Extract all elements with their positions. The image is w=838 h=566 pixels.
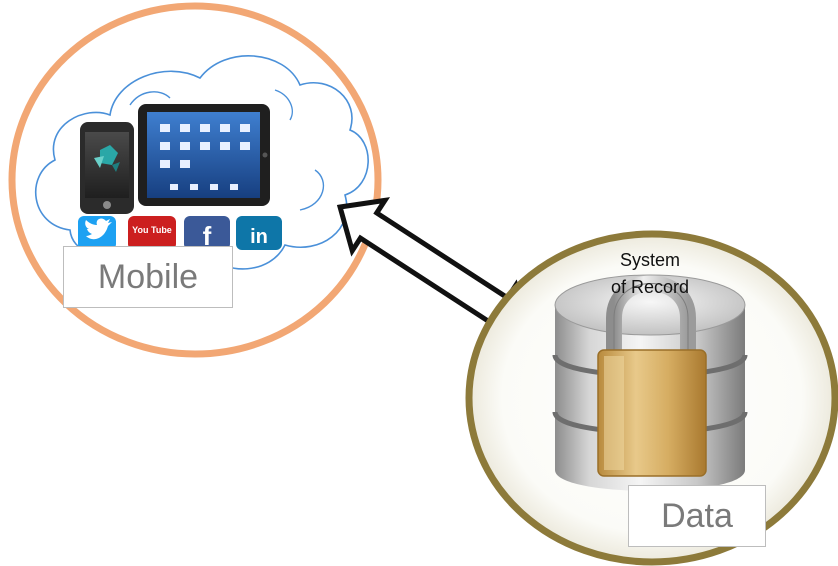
svg-text:You Tube: You Tube (132, 225, 172, 235)
data-label: Data (628, 485, 766, 547)
youtube-icon: You Tube (128, 216, 176, 250)
svg-text:f: f (203, 221, 212, 251)
data-circle (465, 230, 838, 566)
social-icons-row: You Tube f in (78, 216, 282, 251)
linkedin-icon: in (236, 216, 282, 250)
twitter-icon (78, 216, 116, 250)
tablet-icon (138, 104, 270, 206)
smartphone-icon (80, 122, 134, 214)
padlock-icon (597, 275, 707, 477)
mobile-label: Mobile (63, 246, 233, 308)
facebook-icon: f (184, 216, 230, 251)
svg-text:in: in (250, 226, 268, 248)
system-of-record-caption-line-1: System (619, 250, 680, 270)
tablet-app-grid (160, 124, 250, 190)
system-of-record-caption-line-2: of Record (610, 277, 690, 297)
